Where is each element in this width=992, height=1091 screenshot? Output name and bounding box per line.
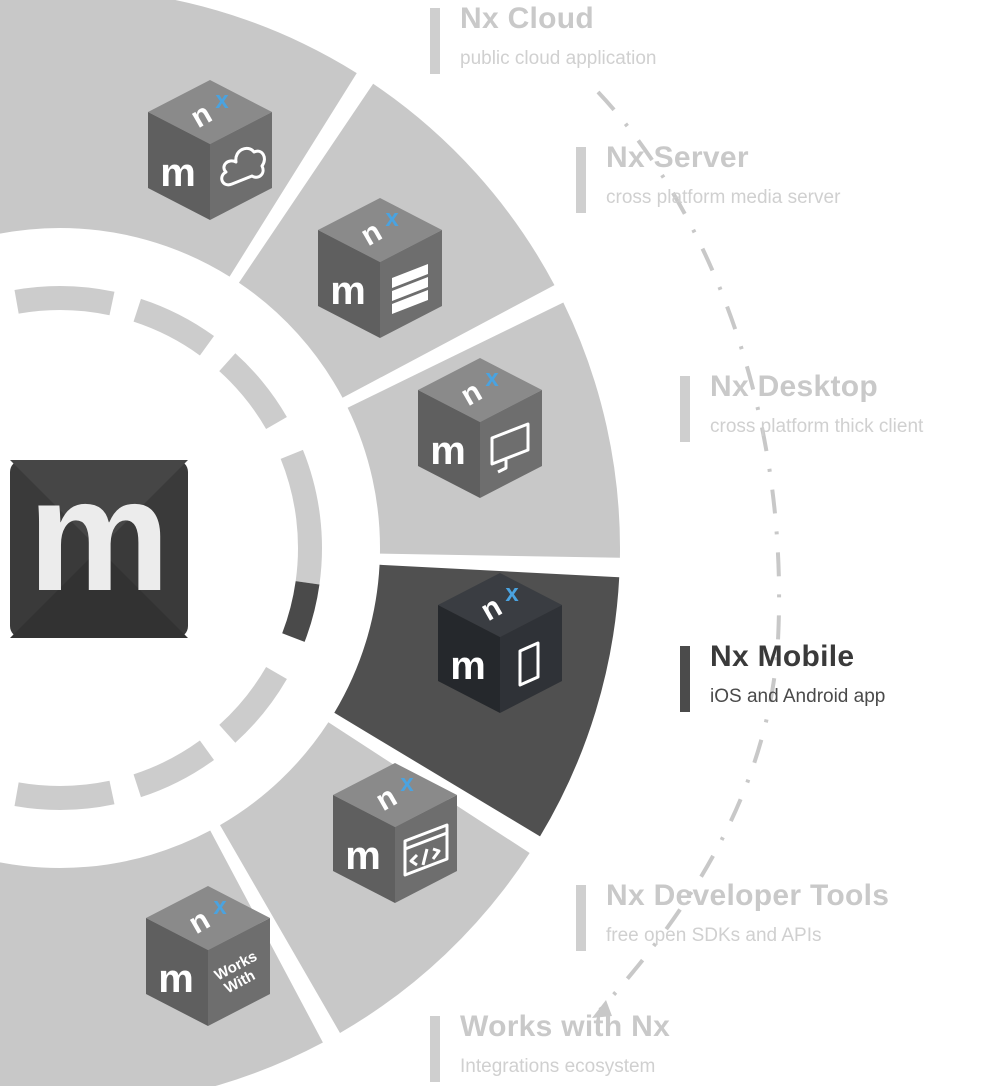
cube-left xyxy=(318,230,380,338)
cube-icon-group xyxy=(220,146,266,187)
cube-m-mark: m xyxy=(160,151,196,195)
cube-x-mark: x xyxy=(215,87,229,114)
logo-letter: m xyxy=(28,445,170,624)
indicator-bar xyxy=(430,1016,440,1082)
indicator-bar xyxy=(576,147,586,213)
connector-path xyxy=(592,90,781,1018)
inner-ring-dash xyxy=(14,286,115,316)
cube-right xyxy=(208,918,270,1026)
cube-icon-group xyxy=(392,264,428,314)
cube-m-mark: m xyxy=(158,957,194,1001)
connector-arrow-icon xyxy=(592,1000,612,1018)
cube-m-mark: m xyxy=(345,834,381,878)
cube-x-mark: x xyxy=(400,770,414,797)
product-cube[interactable]: nxm xyxy=(148,80,272,220)
inner-ring-dash xyxy=(133,740,214,798)
cube-x-mark: x xyxy=(485,365,499,392)
inner-dashed-ring xyxy=(14,286,322,810)
indicator-bar xyxy=(430,8,440,74)
cube-icon-group xyxy=(518,641,540,687)
cube-x-mark: x xyxy=(213,893,227,920)
inner-ring-dash xyxy=(133,298,214,356)
inner-ring-dash xyxy=(280,449,322,585)
product-subtitle: cross platform media server xyxy=(606,187,841,208)
cube-left xyxy=(438,605,500,713)
product-cube[interactable]: nxm xyxy=(333,763,457,903)
cube-right xyxy=(480,390,542,498)
product-subtitle: cross platform thick client xyxy=(710,416,924,437)
indicator-bar xyxy=(680,376,690,442)
server-icon xyxy=(392,264,428,314)
product-subtitle: Integrations ecosystem xyxy=(460,1056,656,1077)
product-title: Nx Cloud xyxy=(460,2,595,35)
connector-dashdot xyxy=(596,90,781,1012)
inner-ring-dash xyxy=(14,780,115,810)
inner-ring-dash-active xyxy=(282,580,320,642)
cube-right xyxy=(210,112,272,220)
cube-x-mark: x xyxy=(505,580,519,607)
cube-icon-group xyxy=(490,422,530,474)
inner-ring-dash xyxy=(219,353,287,430)
cube-left xyxy=(418,390,480,498)
cube-m-mark: m xyxy=(430,429,466,473)
phone-icon xyxy=(518,641,540,687)
product-subtitle: free open SDKs and APIs xyxy=(606,925,822,946)
inner-ring-dash xyxy=(219,666,287,743)
product-title: Nx Developer Tools xyxy=(606,879,890,912)
cube-left xyxy=(146,918,208,1026)
cube-x-mark: x xyxy=(385,205,399,232)
product-cube[interactable]: nxm xyxy=(438,573,562,713)
product-subtitle: iOS and Android app xyxy=(710,686,886,707)
indicator-bar xyxy=(576,885,586,951)
cube-m-mark: m xyxy=(450,644,486,688)
product-title: Works with Nx xyxy=(460,1010,671,1043)
product-subtitle: public cloud application xyxy=(460,48,657,69)
cloud-icon xyxy=(220,146,266,187)
cube-m-mark: m xyxy=(330,269,366,313)
code-window-icon xyxy=(403,823,449,877)
cube-right xyxy=(500,605,562,713)
cube-icon-group xyxy=(403,823,449,877)
center-logo: m xyxy=(10,445,188,638)
product-title: Nx Desktop xyxy=(710,370,879,403)
product-cube[interactable]: nxm xyxy=(418,358,542,498)
indicator-bar xyxy=(680,646,690,712)
product-title: Nx Server xyxy=(606,141,749,174)
monitor-icon xyxy=(490,422,530,474)
cube-left xyxy=(333,795,395,903)
cube-left xyxy=(148,112,210,220)
product-cube[interactable]: nxm xyxy=(318,198,442,338)
product-title: Nx Mobile xyxy=(710,640,855,673)
